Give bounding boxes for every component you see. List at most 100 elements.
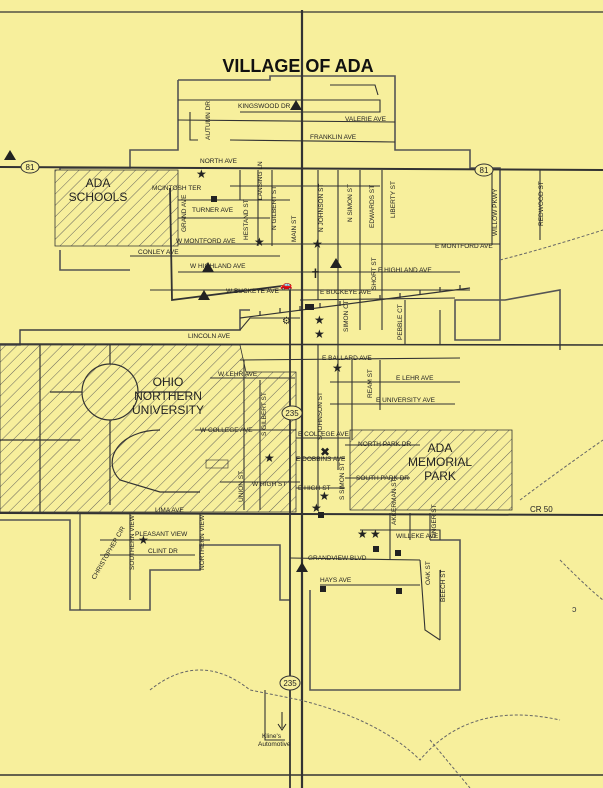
street-label: OAK ST <box>425 561 432 585</box>
route-235-north-label: 235 <box>285 409 299 418</box>
route-235-north-shield: 235 <box>281 405 303 421</box>
arrow-icon <box>277 712 287 731</box>
star-icon: ★ <box>332 361 343 375</box>
street-label: EDWARDS ST <box>369 185 376 228</box>
star-icon: ★ <box>311 501 322 515</box>
triangle-icon <box>198 290 210 300</box>
street-label: MAIN ST <box>291 216 298 242</box>
street-label: E DOBBINS AVE <box>296 456 346 463</box>
star-icon: ★ <box>254 235 265 249</box>
street-label: W HIGHLAND AVE <box>190 263 246 270</box>
square-icon <box>395 550 401 556</box>
street-label: E MONTFORD AVE <box>435 243 493 250</box>
route-shields: 81 81 235 235 <box>20 160 494 691</box>
street-label: BEECH ST <box>440 569 447 602</box>
star-icon: ★ <box>319 489 330 503</box>
street-label: CLINT DR <box>148 548 178 555</box>
triangle-icon <box>296 562 308 572</box>
triangle-icon <box>290 100 302 110</box>
outer-roads <box>149 229 603 788</box>
major-roads <box>0 10 603 788</box>
street-label: E UNIVERSITY AVE <box>376 397 436 404</box>
star-icon: ★ <box>314 313 325 327</box>
star-icon: ★ <box>357 527 368 541</box>
street-label: WILLEKE AVE <box>396 533 439 540</box>
street-labels: KINGSWOOD DR VALERIE AVE FRANKLIN AVE NO… <box>91 101 554 602</box>
street-label: N GILBERT ST <box>271 186 278 230</box>
street-label: N JOHNSON ST <box>318 184 325 232</box>
star-icon: ★ <box>314 327 325 341</box>
hatch-block <box>205 459 229 469</box>
triangle-icon <box>330 258 342 268</box>
street-label: CR 50 <box>530 505 553 514</box>
street-label: REDWOOD ST <box>538 181 545 226</box>
street-label: E HIGH ST <box>298 485 331 492</box>
star-icon: ★ <box>370 527 381 541</box>
street-label: LIMA AVE <box>155 507 184 514</box>
street-label: HAYS AVE <box>320 577 352 584</box>
street-label: NORTHERN VIEW <box>199 514 206 570</box>
street-label: KINGSWOOD DR <box>238 103 291 110</box>
route-81-west-label: 81 <box>26 163 35 172</box>
map-symbols: ★ ★ ★ ★ ★ ★ ★ ★ ★ ★ ★ ★ ✝ ✖ 🚗 ⚙ <box>4 100 402 731</box>
street-label: SHORT ST <box>371 257 378 290</box>
street-label: E HIGHLAND AVE <box>378 267 432 274</box>
local-streets <box>20 84 541 741</box>
street-label: E LEHR AVE <box>396 375 434 382</box>
street-label: UNION ST <box>238 471 245 502</box>
street-label: SOUTH PARK DR <box>356 475 409 482</box>
park-area <box>349 429 513 511</box>
street-label: HESTAND ST <box>243 199 250 240</box>
square-icon <box>318 512 324 518</box>
route-81-west-shield: 81 <box>20 160 40 174</box>
square-icon <box>211 196 217 202</box>
star-icon: ★ <box>196 167 207 181</box>
route-235-south-label: 235 <box>283 679 297 688</box>
car-icon: 🚗 <box>280 280 292 291</box>
street-label: FRANKLIN AVE <box>310 134 357 141</box>
street-label: SOUTHERN VIEW <box>129 514 136 570</box>
route-81-east-shield: 81 <box>474 163 494 177</box>
hatched-areas <box>0 169 513 513</box>
street-label: PEBBLE CT <box>397 304 404 340</box>
street-label: W COLLEGE AVE <box>200 427 253 434</box>
street-label: GRANDVIEW BLVD <box>308 555 367 562</box>
street-label: SIMON CT <box>343 300 350 332</box>
street-label: N SIMON ST <box>347 184 354 222</box>
street-label: LANSING LN <box>257 161 264 200</box>
street-label: LIBERTY ST <box>390 181 397 218</box>
street-label: LINCOLN AVE <box>188 333 231 340</box>
street-label: NORTH AVE <box>200 158 238 165</box>
street-label: VALERIE AVE <box>345 116 387 123</box>
triangle-icon <box>202 262 214 272</box>
square-icon <box>373 546 379 552</box>
campus-roads <box>0 345 200 512</box>
street-label: S SIMON ST <box>339 462 346 500</box>
star-icon: ★ <box>312 237 323 251</box>
ada-schools-area <box>54 169 179 247</box>
street-label: PLEASANT VIEW <box>135 531 188 538</box>
street-label: E BALLARD AVE <box>322 355 372 362</box>
map-title: VILLAGE OF ADA <box>222 56 373 76</box>
square-icon <box>320 586 326 592</box>
street-label: GRAND AVE <box>181 194 188 232</box>
street-label: MCINTOSH TER <box>152 185 202 192</box>
route-81-east-label: 81 <box>480 166 489 175</box>
triangle-icon <box>4 150 16 160</box>
street-label: S JOHNSON ST <box>317 392 324 440</box>
street-label: E BUCKEYE AVE <box>320 289 372 296</box>
railroad <box>239 285 471 319</box>
route-235-south-shield: 235 <box>279 675 301 691</box>
star-icon: ★ <box>264 451 275 465</box>
street-label: S GILBERT ST <box>261 392 268 436</box>
church-cross-icon: ✝ <box>310 266 321 281</box>
street-label: UNGER ST <box>431 504 438 538</box>
street-label: AUTUMN DR <box>205 101 212 140</box>
cross-icon: ✖ <box>320 445 330 459</box>
street-label: WILLOW PKWY <box>492 188 499 236</box>
